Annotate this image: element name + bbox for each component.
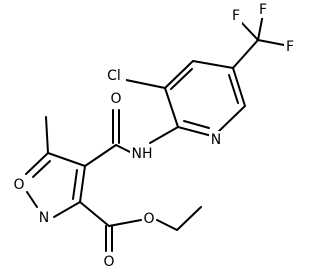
o-carbonyl-label-bg	[109, 90, 123, 107]
chlorine-label: Cl	[107, 68, 121, 84]
bond-isox-o-c5-inner	[32, 160, 51, 178]
bond-pyr-c2-n	[177, 126, 213, 137]
bond-cf3-f-mid	[240, 21, 259, 41]
fluorine-mid-label: F	[232, 8, 240, 24]
bond-ring-cf3	[232, 39, 259, 69]
bond-ester-o-ch2	[156, 219, 178, 231]
bond-ester-c-o-single	[108, 219, 142, 227]
bond-isox-c4-amide	[84, 144, 117, 167]
bond-isox-c3-n	[53, 201, 81, 218]
bond-c3-cl	[125, 79, 166, 89]
nitrogen-pyridine-label: N	[211, 132, 221, 148]
bond-pyr-c4-c3	[164, 60, 194, 89]
o-ring-label-bg	[12, 176, 26, 193]
bond-amide-c-n	[115, 144, 133, 154]
bond-cf3-f-top	[257, 13, 264, 41]
bond-isox-c4-c3-inner	[72, 169, 78, 200]
n-ring-label-bg	[37, 209, 51, 226]
f-mid-label-bg	[230, 7, 242, 24]
amide-nh-label: NH	[132, 146, 153, 162]
atom-labels: Cl F F F O NH N O N O O	[12, 1, 296, 270]
f-right-label-bg	[284, 38, 296, 55]
nitrogen-isoxazole-label: N	[39, 210, 49, 226]
n-pyridine-label-bg	[209, 131, 223, 148]
bonds	[25, 13, 285, 252]
bond-nh-c2	[149, 126, 179, 144]
bond-pyr-c5-c4	[192, 60, 234, 69]
bond-pyr-c2-n-inner	[183, 120, 210, 129]
bond-cf3-f-right	[257, 39, 285, 46]
bond-isox-o-c5	[25, 152, 49, 175]
f-top-label-bg	[257, 1, 269, 18]
nh-label-bg	[130, 145, 154, 162]
o-ester-label-bg	[142, 210, 156, 227]
bond-isox-n-o	[26, 191, 38, 208]
oxygen-isoxazole-label: O	[13, 177, 24, 193]
fluorine-top-label: F	[259, 2, 267, 18]
bond-c5-methyl	[45, 116, 49, 154]
bond-isox-c5-c4	[47, 152, 86, 167]
chemical-structure-diagram: Cl F F F O NH N O N O O	[12, 1, 296, 270]
bond-c3-ester-c	[79, 201, 110, 227]
bond-pyr-c6-c5	[232, 67, 246, 107]
bond-pyr-c3-c2	[164, 87, 179, 128]
bond-pyr-c4-c3-inner	[170, 68, 193, 90]
o-ester-carbonyl-label-bg	[102, 253, 116, 270]
fluorine-right-label: F	[286, 39, 294, 55]
oxygen-ester-carbonyl-label: O	[103, 254, 114, 270]
oxygen-ester-label: O	[143, 211, 154, 227]
cl-label-bg	[102, 67, 126, 84]
bond-isox-c4-c3	[79, 165, 86, 203]
bond-ethyl-ch2-ch3	[176, 206, 202, 231]
oxygen-carbonyl-label: O	[110, 91, 121, 107]
bond-pyr-n-c6	[217, 105, 246, 133]
bond-pyr-c6-c5-inner	[228, 74, 239, 104]
